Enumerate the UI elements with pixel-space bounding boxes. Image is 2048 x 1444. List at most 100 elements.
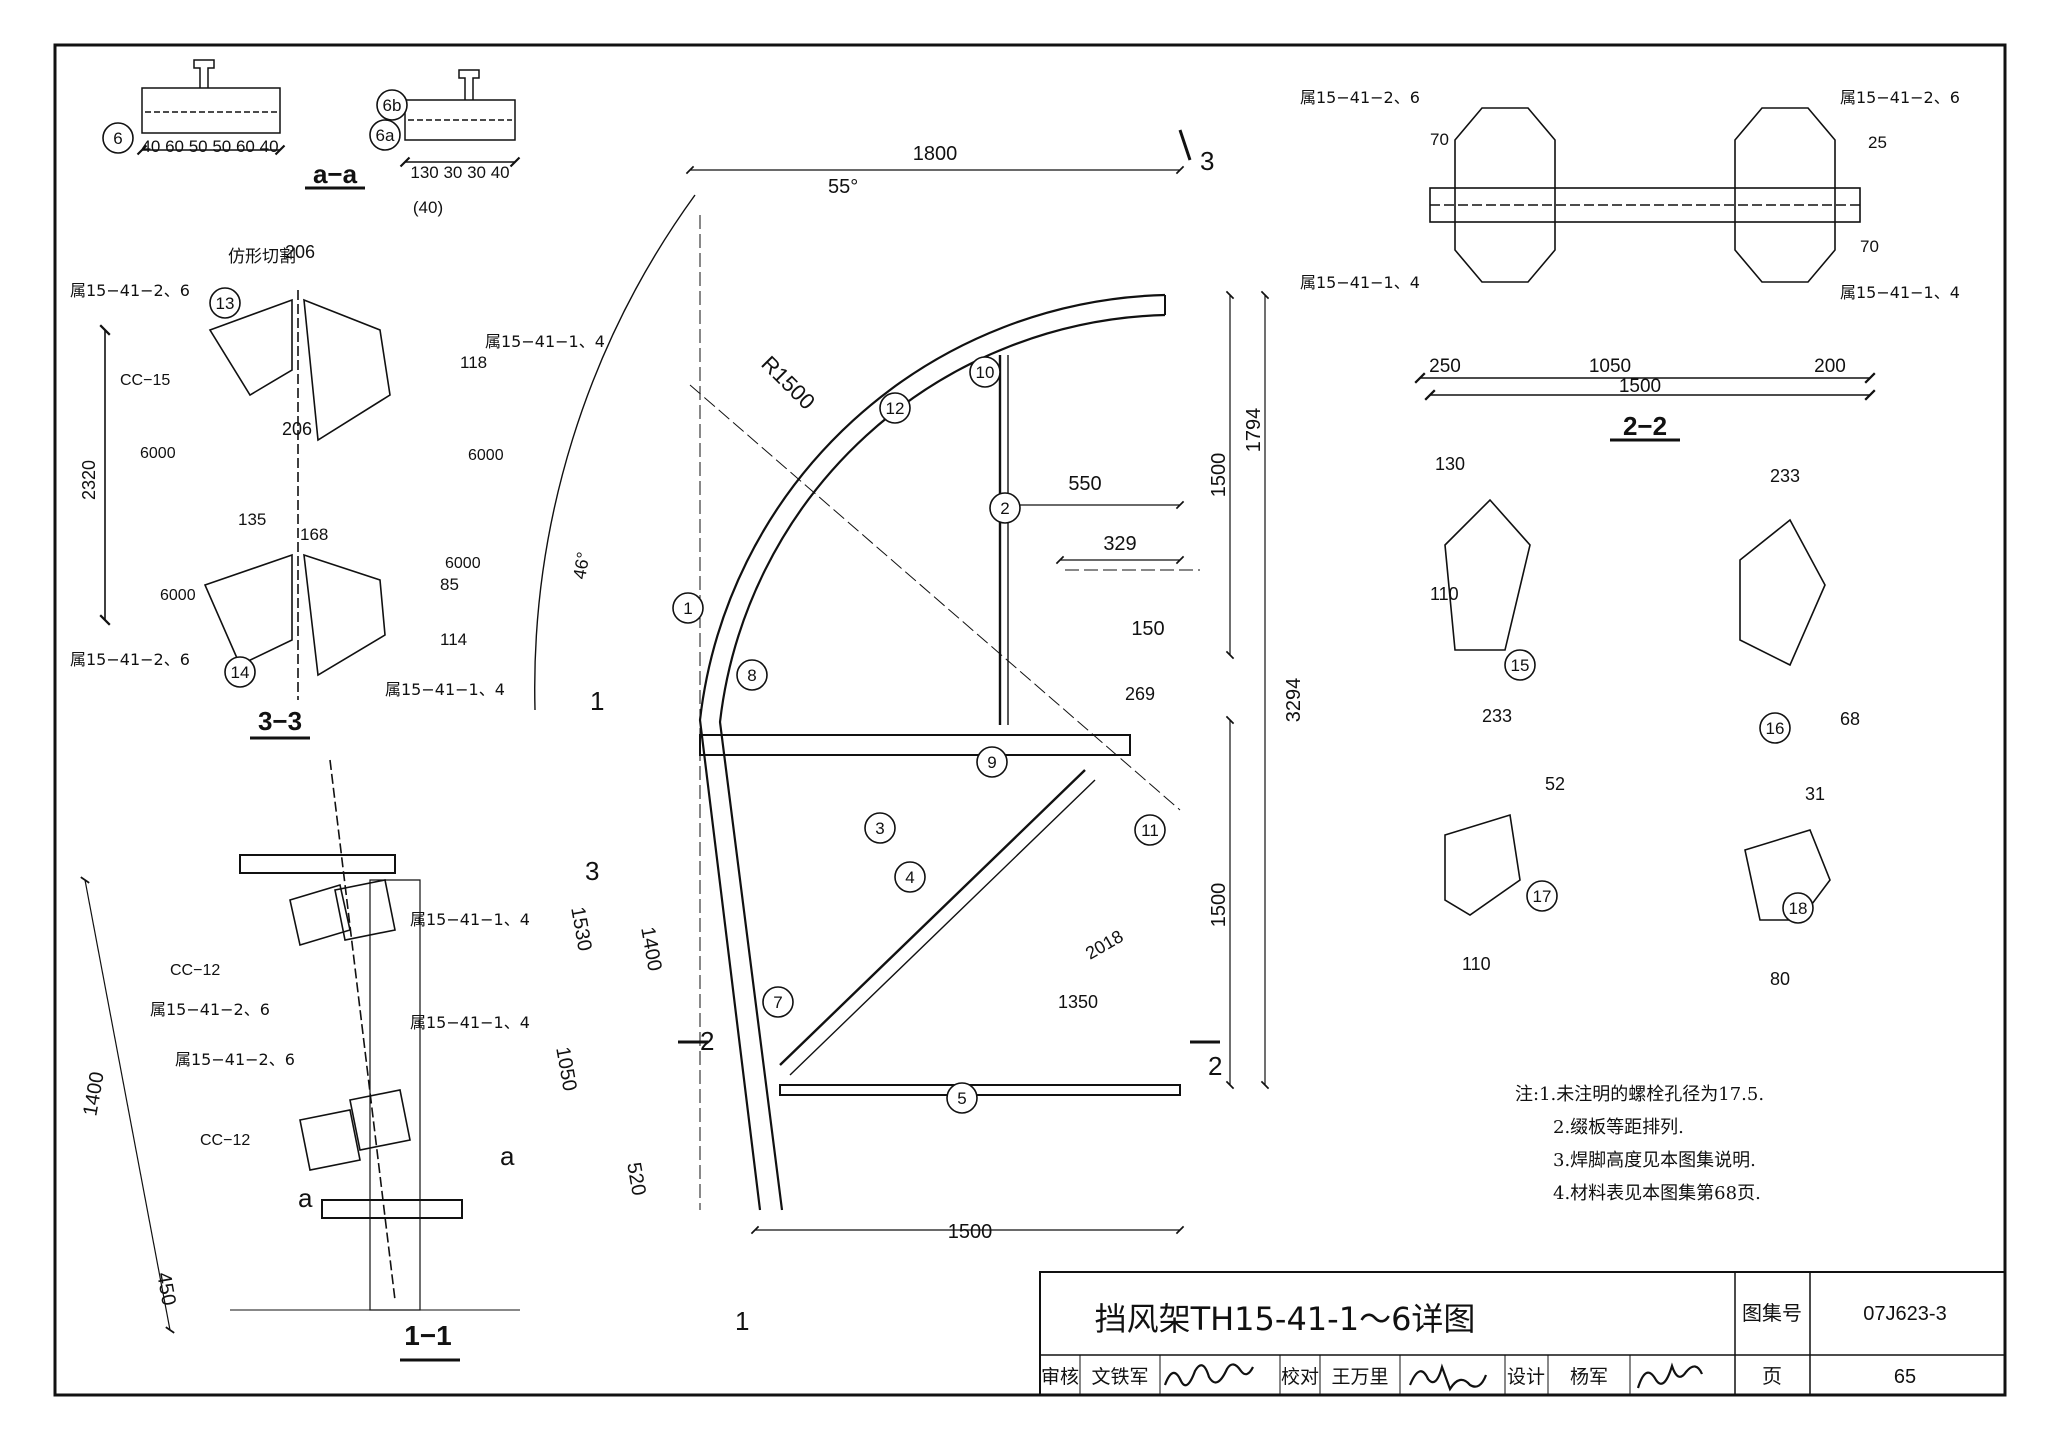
- dim-11-1530: 1530: [566, 905, 595, 953]
- dim-110b: 110: [1430, 584, 1459, 604]
- cut-3-mid: 3: [585, 856, 599, 886]
- part-balloon-label: 12: [886, 399, 905, 418]
- section-aa: [136, 59, 521, 190]
- dim-main-1500-bottom: 1500: [948, 1221, 993, 1243]
- dim-aa-40p: (40): [413, 198, 443, 217]
- belongs-22-b: 属15−41−1、4: [1300, 273, 1420, 292]
- part-balloon: [762, 986, 794, 1018]
- belongs-11-a: 属15−41−2、6: [150, 1000, 270, 1019]
- note-1: 注:1.未注明的螺栓孔径为17.5.: [1515, 1084, 1765, 1105]
- cc15-a: CC−15: [120, 372, 170, 389]
- dim-22-left: 250: [1429, 356, 1461, 377]
- dim-2018: 2018: [1082, 926, 1127, 963]
- part-balloon-label: 9: [987, 753, 996, 772]
- dim-main-3294: 3294: [1283, 678, 1305, 723]
- dim-11-520: 520: [622, 1161, 649, 1198]
- note-4: 4.材料表见本图集第68页.: [1553, 1183, 1761, 1204]
- dim-main-150: 150: [1131, 618, 1164, 640]
- dim-11-1050: 1050: [551, 1045, 580, 1093]
- dim-6000-d: 6000: [445, 555, 481, 572]
- dim-33-2320: 2320: [79, 460, 99, 500]
- dim-6000-c: 6000: [160, 587, 196, 604]
- section-aa-title: a−a: [313, 159, 358, 189]
- dim-33-206: 206: [285, 242, 315, 262]
- notes-block: 注:1.未注明的螺栓孔径为17.5. 2.缀板等距排列. 3.焊脚高度见本图集说…: [1515, 1078, 1845, 1210]
- part-balloon: [376, 89, 408, 121]
- cc12-b: CC−12: [200, 1132, 250, 1149]
- part-balloon-label: 10: [976, 363, 995, 382]
- part-balloon-label: 1: [683, 599, 692, 618]
- part-balloon: [879, 392, 911, 424]
- dim-22-mid: 1050: [1589, 356, 1631, 377]
- belongs-11-d: 属15−41−1、4: [410, 910, 530, 929]
- dim-22-total: 1500: [1619, 376, 1661, 397]
- cut-a-right: a: [500, 1141, 515, 1171]
- part-balloon: [1504, 649, 1536, 681]
- part-balloon: [209, 287, 241, 319]
- cc12-a: CC−12: [170, 962, 220, 979]
- note-2: 2.缀板等距排列.: [1553, 1117, 1684, 1138]
- part-balloon-label: 6b: [383, 96, 402, 115]
- belongs-11-c: 属15−41−2、6: [175, 1050, 295, 1069]
- part-balloon-label: 16: [1766, 719, 1785, 738]
- belongs-22-c: 属15−41−2、6: [1840, 88, 1960, 107]
- dim-11-450: 450: [152, 1271, 179, 1308]
- cut-3-top: 3: [1200, 146, 1214, 176]
- angle-46: 46°: [569, 550, 593, 580]
- dim-33-114: 114: [440, 630, 467, 649]
- dim-110: 110: [1462, 954, 1491, 974]
- reviewer-name: 文铁军: [1091, 1366, 1148, 1388]
- part-balloon-label: 2: [1000, 499, 1009, 518]
- section-11-title: 1−1: [404, 1320, 452, 1351]
- main-elevation: [534, 129, 1270, 1235]
- note-3: 3.焊脚高度见本图集说明.: [1553, 1150, 1756, 1171]
- detail-plates: [1444, 498, 1831, 921]
- dim-233-a: 233: [1482, 706, 1512, 726]
- dim-1350: 1350: [1058, 992, 1098, 1012]
- dim-11-1400b: 1400: [636, 925, 665, 973]
- part-balloon: [102, 122, 134, 154]
- atlas-number: 07J623-3: [1863, 1303, 1946, 1325]
- part-balloon-label: 4: [905, 868, 914, 887]
- design-label: 设计: [1507, 1366, 1545, 1388]
- angle-55: 55°: [828, 176, 858, 198]
- dim-11-1400: 1400: [79, 1070, 108, 1118]
- part-balloon-label: 6: [113, 129, 122, 148]
- cut-2-left: 2: [700, 1026, 714, 1056]
- part-balloon: [1782, 892, 1814, 924]
- belongs-33-c: 属15−41−2、6: [70, 650, 190, 669]
- check-label: 校对: [1281, 1366, 1319, 1388]
- cut-1-bottom: 1: [735, 1306, 749, 1336]
- dim-main-1794: 1794: [1243, 408, 1265, 453]
- dim-33-206b: 206: [282, 419, 312, 439]
- belongs-33-b: 属15−41−1、4: [485, 332, 605, 351]
- sheet-border: [53, 43, 2007, 1397]
- part-balloon-label: 14: [231, 663, 250, 682]
- atlas-label: 图集号: [1742, 1301, 1802, 1325]
- dim-aa-right: 130 30 30 40: [410, 163, 509, 182]
- part-balloon-label: 17: [1533, 887, 1552, 906]
- cut-2-right: 2: [1208, 1051, 1222, 1081]
- part-balloon-label: 3: [875, 819, 884, 838]
- dim-22-25: 25: [1868, 133, 1887, 152]
- designer-signature: [1636, 1362, 1704, 1389]
- part-balloon: [736, 659, 768, 691]
- dim-6000-b: 6000: [468, 447, 504, 464]
- part-balloon: [976, 746, 1008, 778]
- dim-269: 269: [1125, 684, 1155, 704]
- belongs-33-a: 属15−41−2、6: [70, 281, 190, 300]
- dim-80: 80: [1770, 969, 1790, 989]
- title-block: [1039, 1271, 2006, 1396]
- radius-label: R1500: [756, 351, 820, 415]
- checker-name: 王万里: [1331, 1366, 1388, 1388]
- part-balloon: [224, 656, 256, 688]
- part-balloon-label: 11: [1141, 821, 1159, 840]
- drawing-title: 挡风架TH15-41-1～6详图: [1095, 1300, 1476, 1338]
- dim-main-329: 329: [1103, 533, 1136, 555]
- dim-22-70: 70: [1430, 130, 1449, 149]
- review-label: 审核: [1041, 1366, 1079, 1388]
- belongs-11-b: 属15−41−1、4: [410, 1013, 530, 1032]
- cut-shape-label: 仿形切割: [228, 247, 296, 267]
